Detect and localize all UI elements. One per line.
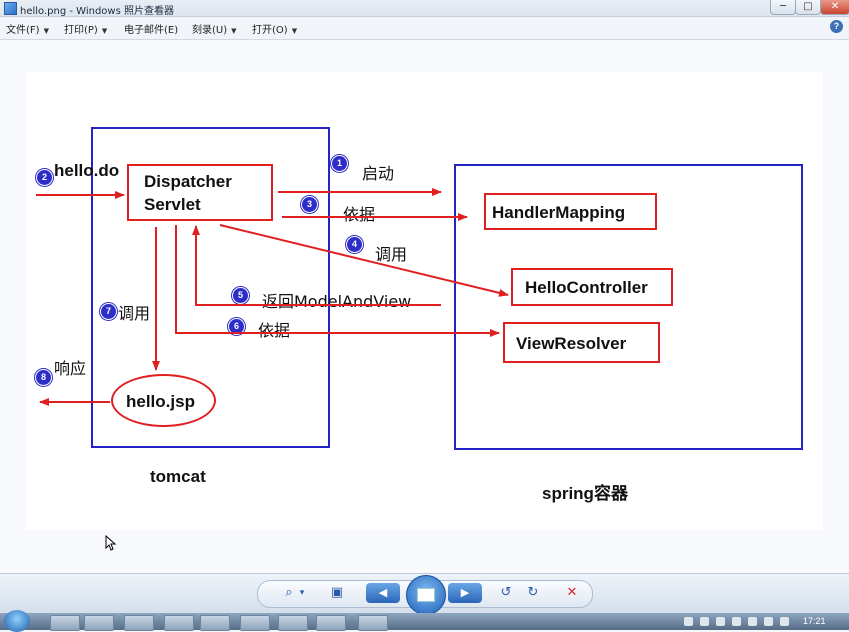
chevron-down-icon: ▼ — [101, 27, 108, 35]
step-badge-1: 1 — [331, 155, 348, 172]
taskbar-app-chrome-icon[interactable] — [50, 615, 80, 631]
step-3-text: 依据 — [343, 205, 376, 224]
taskbar-app-7-icon[interactable] — [358, 615, 388, 631]
close-button[interactable]: ✕ — [820, 0, 849, 15]
spring-container-label: spring容器 — [542, 484, 628, 503]
next-image-button[interactable]: ▶ — [448, 583, 482, 603]
tomcat-label: tomcat — [150, 467, 206, 486]
request-label: hello.do — [54, 161, 120, 180]
network-icon[interactable] — [780, 617, 789, 626]
delete-icon[interactable]: ✕ — [566, 585, 578, 600]
chevron-down-icon: ▼ — [43, 27, 49, 35]
step-badge-7: 7 — [100, 303, 117, 320]
menu-file[interactable]: 文件(F)▼ — [6, 21, 49, 36]
taskbar-app-1-icon[interactable] — [124, 615, 154, 631]
previous-image-button[interactable]: ◀ — [366, 583, 400, 603]
step-4-text: 调用 — [375, 245, 408, 264]
view-resolver-label: ViewResolver — [516, 334, 627, 353]
hello-controller-label: HelloController — [525, 278, 648, 297]
menu-email[interactable]: 电子邮件(E) — [124, 21, 178, 36]
hello-jsp-ellipse: hello.jsp — [111, 374, 216, 427]
zoom-dropdown-icon[interactable]: ▾ — [299, 588, 305, 598]
handler-mapping-label: HandlerMapping — [492, 203, 626, 222]
step-badge-3: 3 — [301, 196, 318, 213]
step-badge-8: 8 — [35, 369, 52, 386]
dispatcher-label-line1: Dispatcher — [144, 172, 232, 191]
zoom-icon[interactable]: ⌕ — [285, 585, 293, 600]
menu-bar: 文件(F)▼ 打印(P)▼ 电子邮件(E) 刻录(U)▼ 打开(O)▼ ? — [0, 17, 849, 40]
handler-mapping-box: HandlerMapping — [484, 193, 657, 230]
step-6-text: 依据 — [258, 321, 291, 340]
menu-burn[interactable]: 刻录(U)▼ — [192, 21, 237, 36]
taskbar-app-explorer-icon[interactable] — [84, 615, 114, 631]
fit-window-icon[interactable]: ▣ — [330, 585, 344, 600]
view-resolver-box: ViewResolver — [503, 322, 660, 363]
step-badge-5: 5 — [232, 287, 249, 304]
minimize-button[interactable]: ─ — [770, 0, 796, 15]
taskbar-app-6-icon[interactable] — [316, 615, 346, 631]
menu-print[interactable]: 打印(P)▼ — [64, 21, 107, 36]
tray-icon[interactable] — [748, 617, 757, 626]
clock[interactable]: 17:21 — [803, 616, 826, 626]
taskbar-app-4-icon[interactable] — [240, 615, 270, 631]
menu-open-label: 打开(O) — [252, 25, 288, 36]
slideshow-button[interactable] — [406, 575, 446, 615]
chevron-down-icon: ▼ — [231, 27, 237, 35]
step-7-text: 调用 — [118, 304, 151, 323]
slideshow-icon — [417, 588, 435, 602]
taskbar-app-3-icon[interactable] — [200, 615, 230, 631]
rotate-clockwise-icon[interactable]: ↻ — [527, 585, 539, 600]
title-bar: hello.png - Windows 照片查看器 ─ □ ✕ — [0, 0, 849, 17]
step-5-text: 返回ModelAndView — [262, 292, 412, 311]
tray-icon[interactable] — [732, 617, 741, 626]
menu-burn-label: 刻录(U) — [192, 25, 228, 36]
help-icon[interactable]: ? — [830, 20, 843, 33]
step-badge-4: 4 — [346, 236, 363, 253]
viewer-toolbar: ⌕ ▾ ▣ ◀ ▶ ↺ ↻ ✕ — [0, 573, 849, 615]
tray-icon[interactable] — [716, 617, 725, 626]
taskbar-app-5-icon[interactable] — [278, 615, 308, 631]
rotate-counterclockwise-icon[interactable]: ↺ — [500, 585, 512, 600]
hello-jsp-label: hello.jsp — [126, 392, 195, 411]
volume-icon[interactable] — [764, 617, 773, 626]
tray-icon[interactable] — [700, 617, 709, 626]
menu-open[interactable]: 打开(O)▼ — [252, 21, 297, 36]
step-8-text: 响应 — [54, 359, 87, 378]
mouse-cursor-icon — [105, 535, 117, 551]
menu-print-label: 打印(P) — [64, 25, 98, 36]
chevron-down-icon: ▼ — [291, 27, 298, 35]
window-title: hello.png - Windows 照片查看器 — [20, 6, 174, 17]
taskbar-app-2-icon[interactable] — [164, 615, 194, 631]
start-button[interactable] — [4, 610, 30, 632]
dispatcher-label-line2: Servlet — [144, 195, 201, 214]
photo-viewer-app-icon — [4, 2, 17, 15]
step-badge-6: 6 — [228, 318, 245, 335]
step-1-text: 启动 — [362, 164, 395, 183]
maximize-button[interactable]: □ — [795, 0, 821, 15]
hello-controller-box: HelloController — [511, 268, 673, 306]
taskbar: 17:21 — [0, 610, 849, 632]
menu-file-label: 文件(F) — [6, 25, 40, 36]
dispatcher-servlet-box: Dispatcher Servlet — [127, 164, 273, 221]
menu-email-label: 电子邮件(E) — [124, 25, 179, 36]
tray-icon[interactable] — [684, 617, 693, 626]
step-badge-2: 2 — [36, 169, 53, 186]
